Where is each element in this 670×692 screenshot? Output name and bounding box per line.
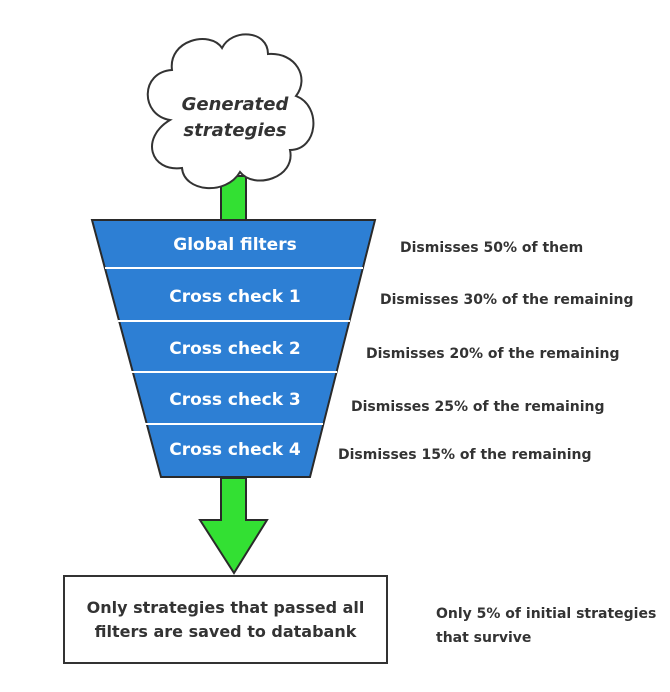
stage-note-global-filters: Dismisses 50% of them — [400, 240, 584, 256]
down-arrow — [198, 477, 269, 575]
stage-label-cross-check-3: Cross check 3 — [169, 390, 301, 410]
cloud-label: Generated strategies — [150, 92, 320, 144]
stage-note-cross-check-3: Dismisses 25% of the remaining — [351, 399, 605, 415]
cloud-shape — [146, 33, 315, 189]
cloud-label-line2: strategies — [183, 120, 287, 141]
survival-note-line2: that survive — [436, 630, 532, 646]
stage-note-cross-check-4: Dismisses 15% of the remaining — [338, 447, 592, 463]
survival-note: Only 5% of initial strategies that survi… — [436, 602, 656, 650]
stage-label-cross-check-2: Cross check 2 — [169, 339, 301, 359]
stage-label-cross-check-4: Cross check 4 — [169, 440, 301, 460]
stage-label-global-filters: Global filters — [173, 235, 297, 255]
stage-note-cross-check-2: Dismisses 20% of the remaining — [366, 346, 620, 362]
result-text: Only strategies that passed all filters … — [86, 597, 365, 641]
cloud-label-line1: Generated — [181, 94, 289, 115]
funnel — [90, 219, 377, 478]
stage-note-cross-check-1: Dismisses 30% of the remaining — [380, 292, 634, 308]
stage-label-cross-check-1: Cross check 1 — [169, 287, 301, 307]
survival-note-line1: Only 5% of initial strategies — [436, 606, 657, 622]
result-box: Only strategies that passed all filters … — [63, 575, 388, 664]
